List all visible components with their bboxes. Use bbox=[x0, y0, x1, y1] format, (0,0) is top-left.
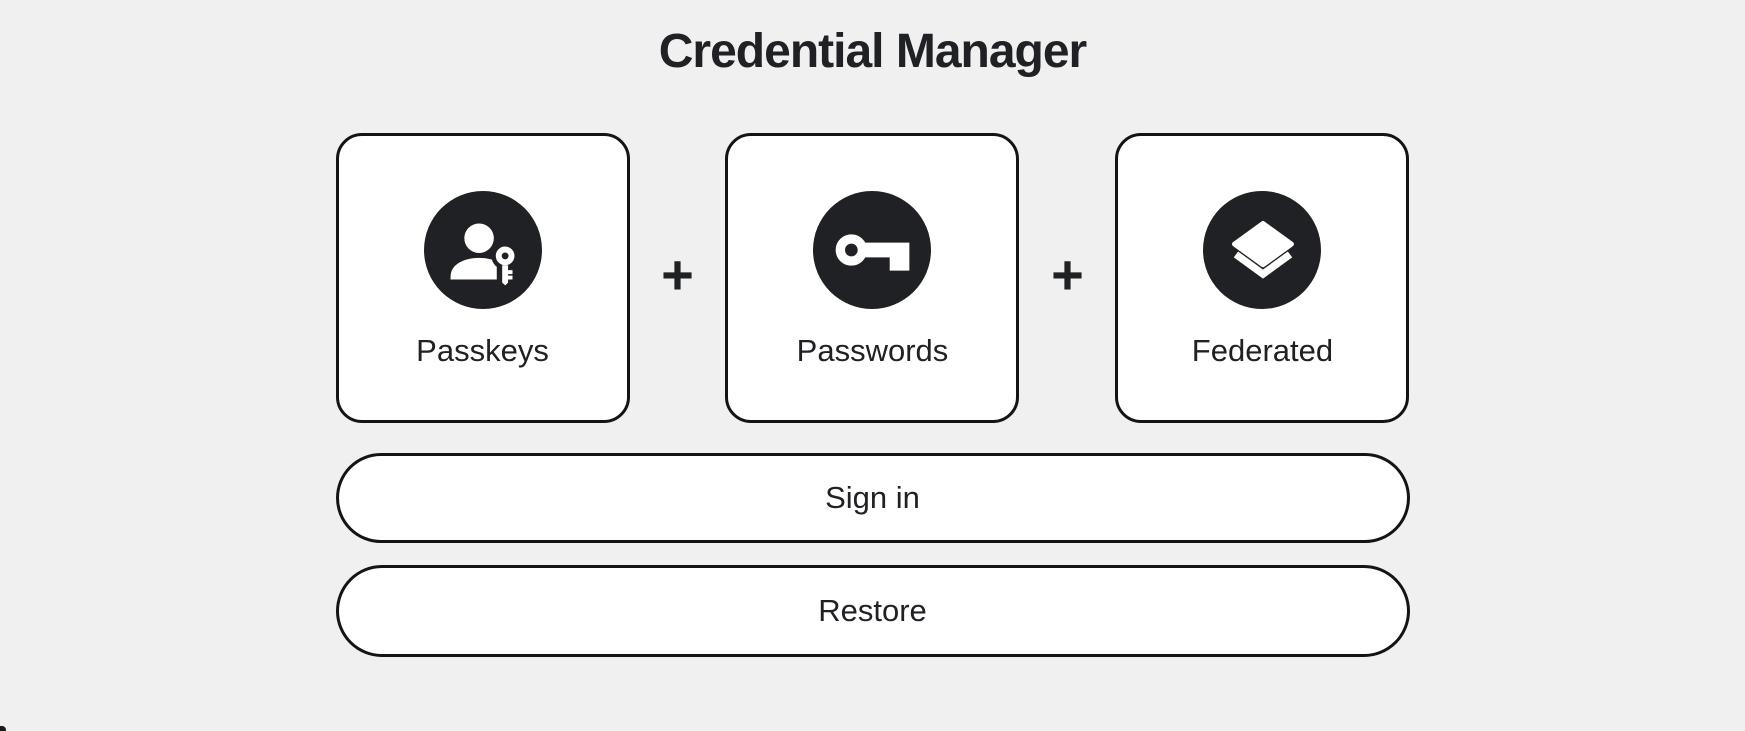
page-title: Credential Manager bbox=[658, 25, 1087, 78]
card-label-passwords: Passwords bbox=[796, 333, 949, 368]
passkey-person-with-key-icon bbox=[423, 191, 542, 309]
card-passwords: Passwords bbox=[725, 133, 1020, 423]
card-label-passkeys: Passkeys bbox=[416, 333, 549, 368]
layers-icon bbox=[1203, 191, 1322, 309]
restore-button[interactable]: Restore bbox=[335, 565, 1410, 657]
sign-in-button[interactable]: Sign in bbox=[335, 453, 1410, 543]
key-icon bbox=[813, 191, 932, 309]
card-label-federated: Federated bbox=[1191, 333, 1334, 368]
card-passkeys: Passkeys bbox=[335, 133, 630, 423]
plus-icon: + bbox=[661, 243, 694, 306]
credential-manager-screen: Credential Manager Passkeys + bbox=[335, 24, 1410, 657]
credential-types-row: Passkeys + Passwords + Federated bbox=[335, 133, 1410, 423]
screen-corner-artifact bbox=[0, 726, 6, 731]
plus-icon: + bbox=[1051, 243, 1084, 306]
card-federated: Federated bbox=[1115, 133, 1410, 423]
